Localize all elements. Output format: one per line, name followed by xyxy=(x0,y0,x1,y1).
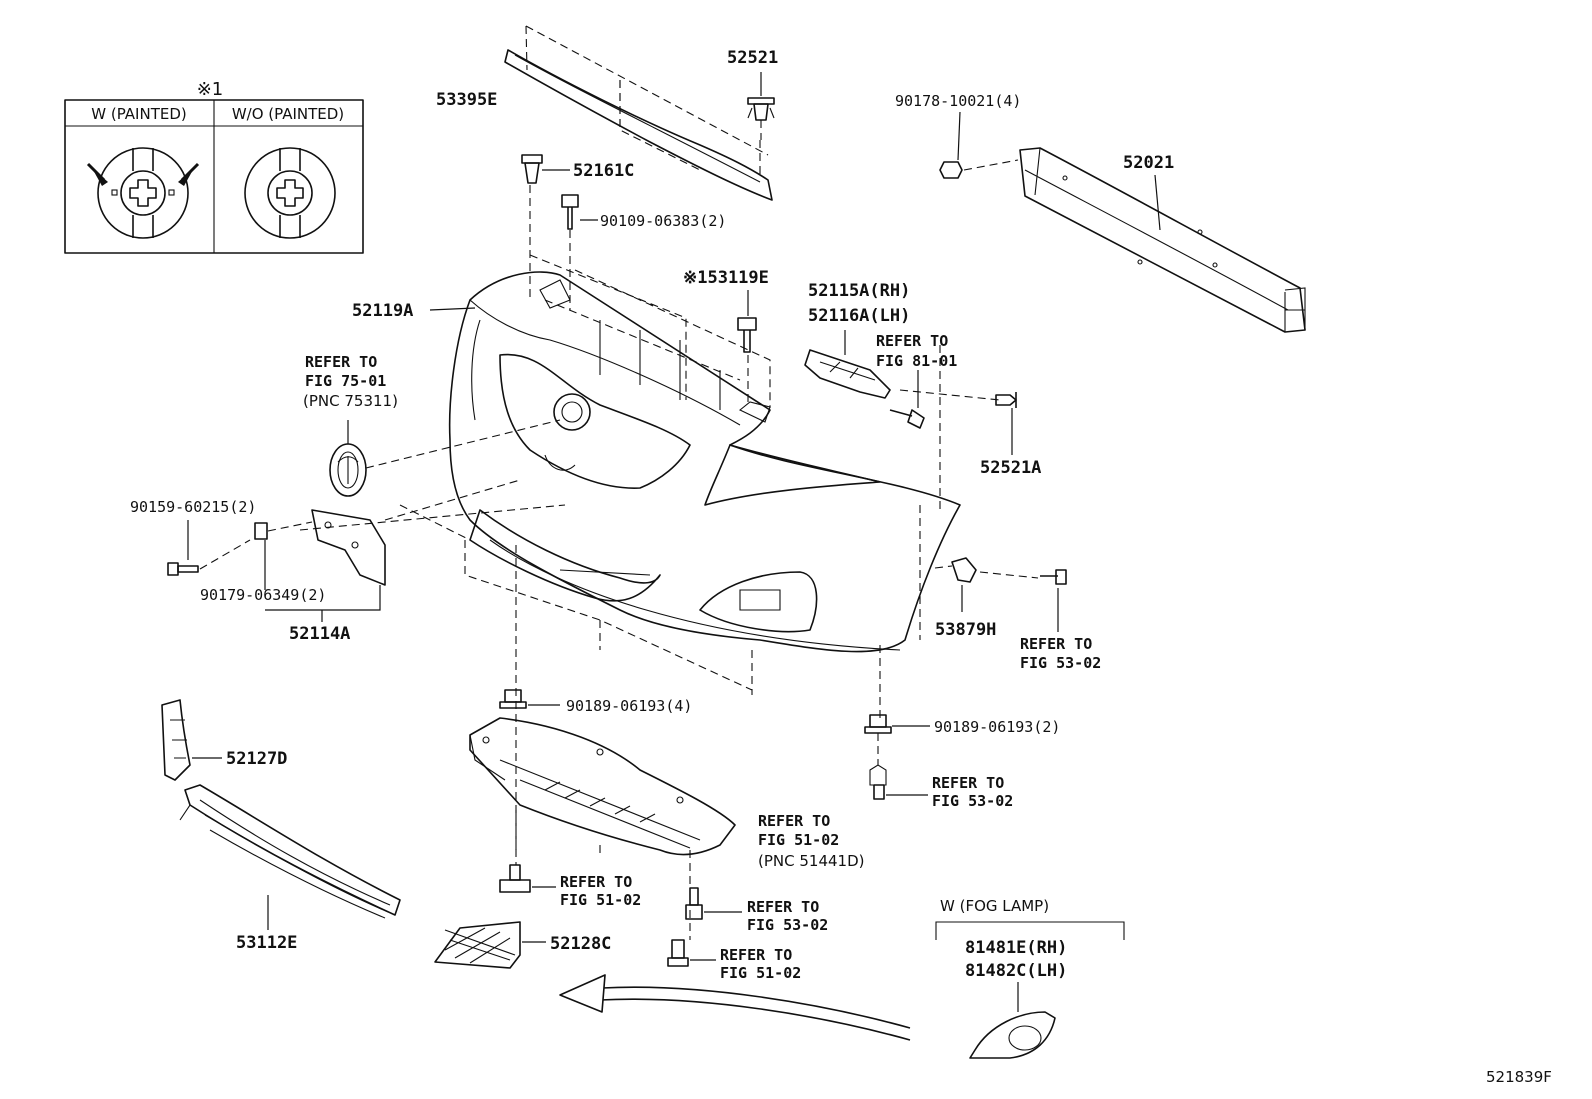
ref-fig-81-01-line1: REFER TO xyxy=(876,332,948,350)
part-52521: 52521 xyxy=(727,48,778,68)
part-52128C: 52128C xyxy=(550,934,611,954)
clip-icon xyxy=(499,689,560,709)
ref-fig-53-02-b-line2: FIG 53-02 xyxy=(932,792,1013,810)
part-52127D: 52127D xyxy=(226,749,287,769)
ref-fig-51-02-b-line2: FIG 51-02 xyxy=(560,891,641,909)
part-53395E: 53395E xyxy=(436,90,497,110)
part-53112E: 53112E xyxy=(236,933,297,953)
fog-lamp-cover: W (FOG LAMP) xyxy=(935,897,1125,1059)
ref-fig-51-02-c-line2: FIG 51-02 xyxy=(720,964,801,982)
clip-icon xyxy=(521,154,570,300)
engine-under-cover xyxy=(469,717,736,856)
ref-fig-51-02-c-line1: REFER TO xyxy=(720,946,792,964)
inset-mark: ※1 xyxy=(197,79,224,100)
screw-icon xyxy=(889,370,925,429)
ref-fig-53-02-a-line2: FIG 53-02 xyxy=(1020,654,1101,672)
clip-icon xyxy=(995,392,1017,455)
clip-icon xyxy=(667,939,716,967)
ref-fig-75-01-pnc: (PNC 75311) xyxy=(303,392,398,410)
arrow-icon xyxy=(559,974,911,1041)
part-90179-06349: 90179-06349(2) xyxy=(200,586,326,604)
bolt-icon xyxy=(499,864,556,893)
ref-fig-51-02-a-pnc: (PNC 51441D) xyxy=(758,852,864,870)
bolt-icon xyxy=(167,520,251,576)
ref-fig-53-02-c-line1: REFER TO xyxy=(747,898,819,916)
part-52114A: 52114A xyxy=(289,624,350,644)
emblem-painted-icon xyxy=(86,147,200,239)
nut-icon xyxy=(939,111,1019,179)
retainer-icon xyxy=(951,557,977,612)
part-53879H: 53879H xyxy=(935,620,996,640)
part-52161C: 52161C xyxy=(573,161,634,181)
part-90109-06383: 90109-06383(2) xyxy=(600,212,726,230)
ref-fig-51-02-a-line2: FIG 51-02 xyxy=(758,831,839,849)
clip-icon xyxy=(747,72,775,140)
screw-icon xyxy=(1040,569,1067,632)
bolt-icon xyxy=(869,764,928,800)
bolt-icon xyxy=(685,887,742,920)
lower-grille xyxy=(179,784,401,930)
part-53119E: ※153119E xyxy=(683,268,769,288)
ref-fig-51-02-b-line1: REFER TO xyxy=(560,873,632,891)
clip-icon xyxy=(864,714,930,734)
part-52116A: 52116A(LH) xyxy=(808,306,910,326)
bumper-side-molding xyxy=(161,699,222,781)
part-52119A: 52119A xyxy=(352,301,413,321)
ref-fig-53-02-a-line1: REFER TO xyxy=(1020,635,1092,653)
ref-fig-81-01-line2: FIG 81-01 xyxy=(876,352,957,370)
inset-col-unpainted: W/O (PAINTED) xyxy=(232,105,344,123)
ref-fig-75-01-line1: REFER TO xyxy=(305,353,377,371)
part-90189-06193-4: 90189-06193(4) xyxy=(566,697,692,715)
upper-retainer-strip xyxy=(504,49,773,201)
part-90159-60215: 90159-60215(2) xyxy=(130,498,256,516)
ref-fig-51-02-a-line1: REFER TO xyxy=(758,812,830,830)
fog-lamp-note: W (FOG LAMP) xyxy=(940,897,1049,915)
part-81482C: 81482C(LH) xyxy=(965,961,1067,981)
ref-fig-53-02-b-line1: REFER TO xyxy=(932,774,1004,792)
ref-fig-53-02-c-line2: FIG 53-02 xyxy=(747,916,828,934)
part-52021: 52021 xyxy=(1123,153,1174,173)
bolt-icon xyxy=(561,194,598,310)
part-52521A: 52521A xyxy=(980,458,1041,478)
inset-table: ※1 W (PAINTED) W/O (PAINTED) xyxy=(64,79,364,254)
nut-icon xyxy=(254,521,313,590)
emblem-icon xyxy=(329,419,561,497)
part-90189-06193-2: 90189-06193(2) xyxy=(934,718,1060,736)
diagram-code: 521839F xyxy=(1486,1068,1552,1086)
ref-fig-75-01-line2: FIG 75-01 xyxy=(305,372,386,390)
part-52115A: 52115A(RH) xyxy=(808,281,910,301)
part-90178-10021: 90178-10021(4) xyxy=(895,92,1021,110)
screw-icon xyxy=(737,290,757,405)
part-81481E: 81481E(RH) xyxy=(965,938,1067,958)
emblem-unpainted-icon xyxy=(244,147,336,239)
inset-col-painted: W (PAINTED) xyxy=(91,105,187,123)
lower-grille-insert xyxy=(434,921,546,969)
front-bumper-cover xyxy=(429,271,961,653)
license-plate-bracket xyxy=(265,509,386,622)
bumper-reinforcement xyxy=(1019,147,1306,333)
side-retainer-bracket xyxy=(804,330,891,399)
